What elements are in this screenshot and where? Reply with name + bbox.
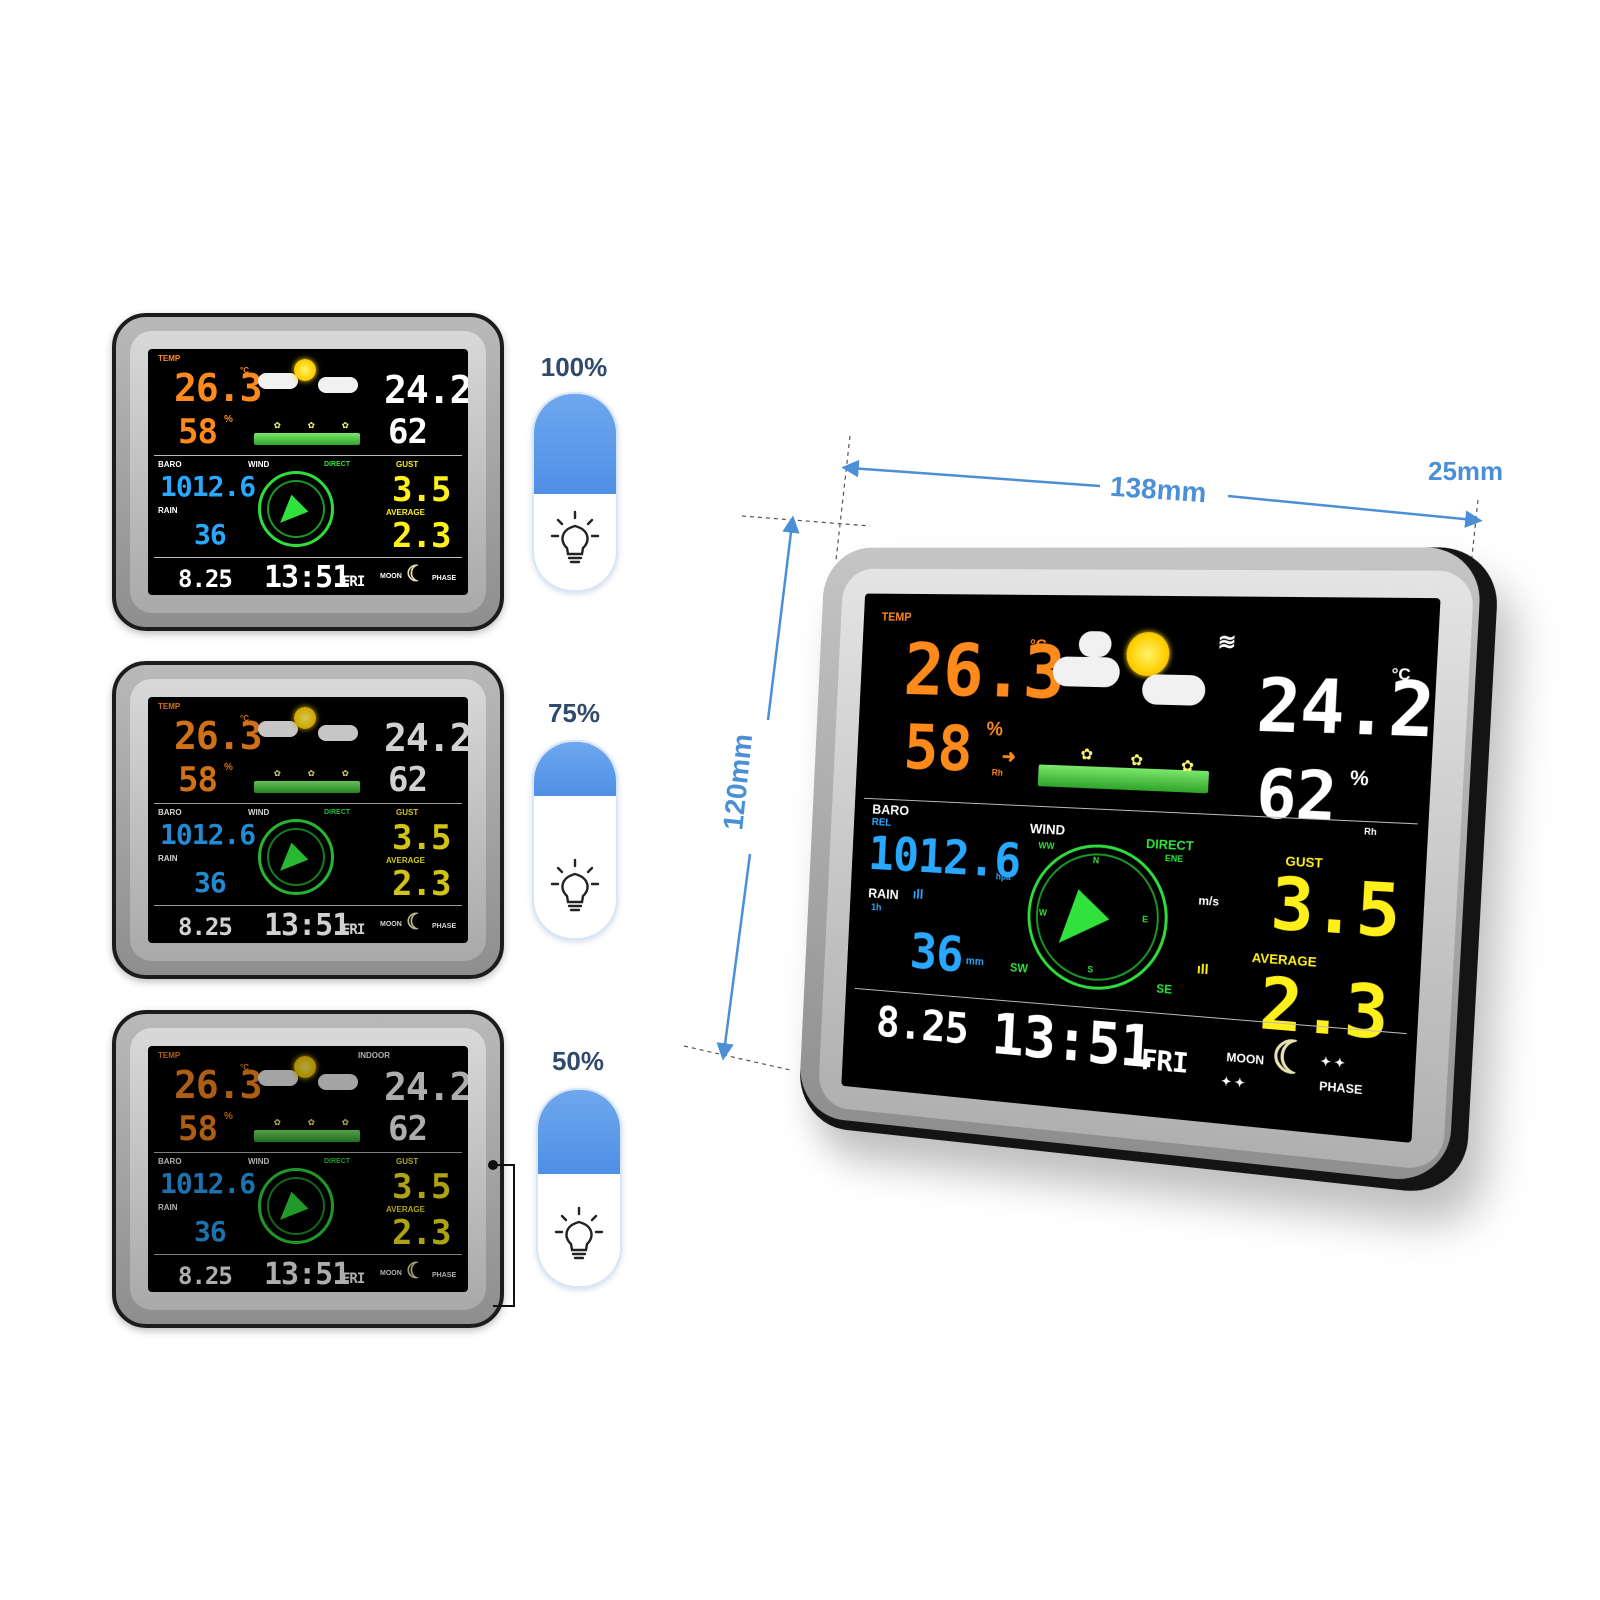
width-dimension: 138mm	[1109, 471, 1208, 510]
compass-label-e: E	[1142, 915, 1148, 924]
humidity-unit: %	[1350, 768, 1370, 790]
date-value: 8.25	[875, 1001, 969, 1051]
flower-icon: ✿	[1130, 748, 1143, 768]
star-icon: ✦ ✦	[1221, 1075, 1245, 1089]
weekday-value: FRI	[1140, 1046, 1188, 1078]
star-icon: ✦ ✦	[1320, 1055, 1345, 1070]
moon-label: MOON	[1226, 1051, 1264, 1067]
cloud-icon	[1141, 674, 1206, 706]
gust-value: 3.5	[1269, 868, 1401, 948]
rain-period: 1h	[871, 903, 882, 913]
compass-label-ene: ENE	[1165, 854, 1184, 864]
compass-label-w: W	[1039, 908, 1047, 917]
pressure-unit: hpa	[996, 872, 1011, 882]
rain-label: RAIN	[868, 886, 899, 901]
rain-unit: mm	[966, 956, 984, 968]
moon-icon: ☾	[1270, 1034, 1313, 1083]
signal-icon: ıll	[1197, 961, 1209, 976]
outdoor-temp-unit: °C	[1391, 667, 1411, 684]
indoor-temp-unit: °C	[1029, 638, 1047, 654]
outdoor-humidity: 62	[1255, 761, 1338, 832]
cloud-icon	[1078, 631, 1112, 657]
wind-label: WIND	[1030, 821, 1066, 837]
sun-icon	[1125, 632, 1170, 677]
rh-label: Rh	[1364, 827, 1377, 837]
time-value: 13:51	[990, 1005, 1154, 1076]
rh-label: Rh	[992, 769, 1004, 778]
flower-icon: ✿	[1081, 742, 1094, 762]
wind-unit: m/s	[1198, 894, 1219, 907]
device-screen: TEMP 26.3 °C 58 % ➜ Rh ≋ ✿ ✿ ✿ 24.2 °C 6…	[841, 594, 1440, 1143]
direct-label: DIRECT	[1146, 837, 1194, 853]
compass-label-s: S	[1087, 965, 1093, 974]
depth-dimension: 25mm	[1428, 456, 1503, 487]
compass-label-n: N	[1093, 856, 1100, 865]
compass-label-ww: WW	[1038, 841, 1054, 851]
compass-label-sw: SW	[1010, 961, 1029, 974]
signal-icon: ıll	[913, 887, 924, 901]
temp-label: TEMP	[881, 611, 911, 623]
rain-value: 36	[909, 927, 964, 979]
arrow-icon: ➜	[1001, 747, 1016, 765]
humidity-unit: %	[986, 720, 1003, 740]
wind-icon: ≋	[1217, 631, 1237, 654]
cloud-icon	[1052, 656, 1120, 687]
weather-station-device: TEMP 26.3 °C 58 % ➜ Rh ≋ ✿ ✿ ✿ 24.2 °C 6…	[798, 547, 1500, 1197]
indoor-humidity: 58	[902, 717, 973, 781]
baro-label: BARO	[872, 802, 909, 817]
compass-label-se: SE	[1156, 982, 1172, 995]
flower-icon: ✿	[1181, 754, 1194, 775]
phase-label: PHASE	[1319, 1080, 1363, 1096]
